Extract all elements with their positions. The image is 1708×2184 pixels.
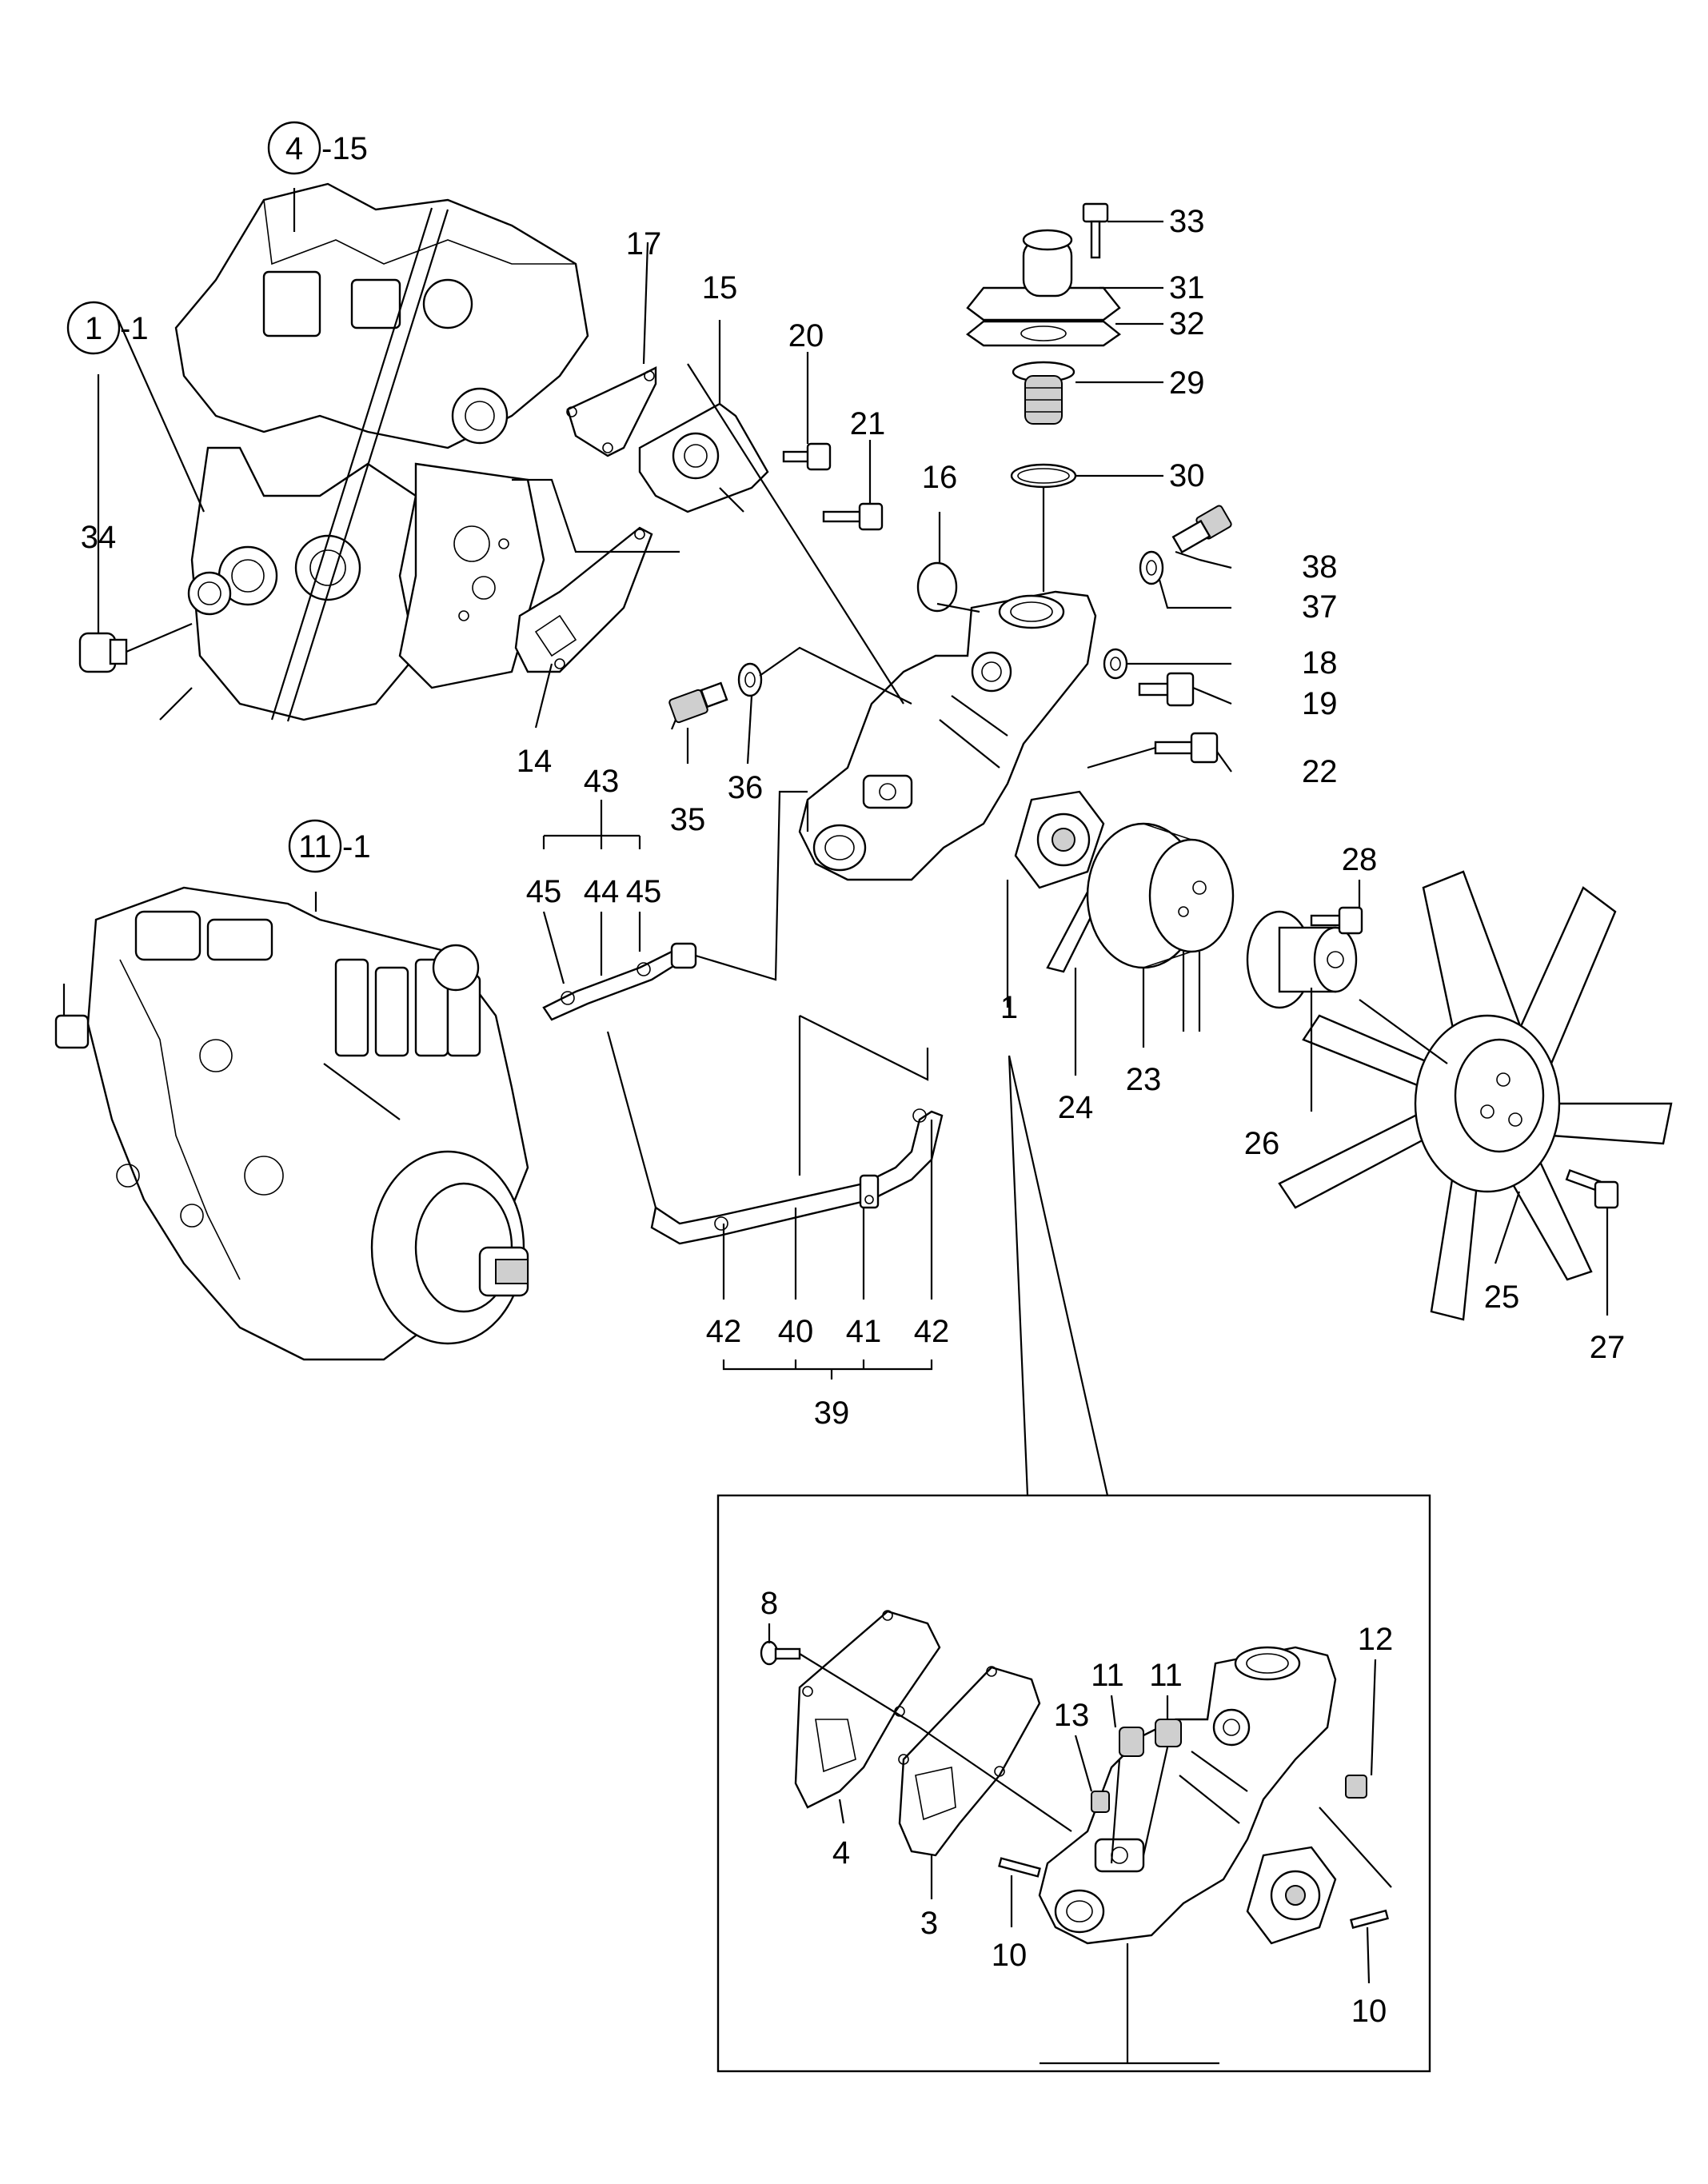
bolt-part-28: [1310, 906, 1363, 935]
label-24: 24: [1058, 1090, 1094, 1125]
label-14: 14: [517, 744, 553, 779]
label-3: 3: [920, 1906, 938, 1941]
clamp-part-41: [859, 1174, 880, 1209]
ref-circle-4-15: 4 -15: [267, 121, 368, 175]
label-30: 30: [1169, 458, 1205, 493]
ref-4-15-suffix: -15: [321, 131, 368, 166]
o-ring-part-16: [916, 561, 958, 613]
bolt-part-33: [1082, 202, 1109, 259]
washer-part-37: [1139, 550, 1164, 585]
fan-part-25: [1278, 870, 1673, 1321]
label-39: 39: [814, 1395, 850, 1431]
label-43: 43: [584, 764, 620, 799]
label-11-right: 11: [1149, 1658, 1183, 1693]
label-31: 31: [1169, 270, 1205, 305]
cylinder-head-illustration: [159, 182, 589, 722]
label-13: 13: [1054, 1698, 1090, 1733]
washer-part-36: [737, 662, 763, 697]
ref-11-1-number: 11: [298, 829, 332, 864]
label-19: 19: [1302, 686, 1338, 721]
detail-plug-part-12: [1345, 1775, 1367, 1799]
injection-pump-illustration: [54, 886, 529, 1361]
label-18: 18: [1302, 645, 1338, 681]
label-25: 25: [1484, 1280, 1520, 1315]
pulley-part-23: [1086, 822, 1235, 1032]
label-8: 8: [760, 1586, 778, 1621]
label-4: 4: [832, 1835, 850, 1871]
gasket-part-17: [566, 366, 657, 457]
ref-circle-1-1: 1 -1: [66, 301, 149, 355]
hose-part-40: [650, 1108, 944, 1245]
sensor-part-38: [1171, 505, 1232, 561]
detail-leader-lines: [768, 1623, 1392, 2065]
bolt-part-27: [1565, 1168, 1619, 1209]
label-28: 28: [1342, 842, 1378, 877]
gasket-part-14: [514, 526, 653, 673]
hose-part-44: [542, 942, 697, 1021]
label-38: 38: [1302, 549, 1338, 585]
bolt-part-22: [1154, 732, 1219, 764]
plug-part-34: [78, 622, 193, 673]
label-33: 33: [1169, 204, 1205, 239]
ref-circle-11-1: 11 -1: [288, 819, 371, 873]
label-45-left: 45: [526, 874, 562, 909]
ref-11-1-suffix: -1: [342, 829, 371, 864]
label-44: 44: [584, 874, 620, 909]
detail-plug-part-13: [1091, 1791, 1110, 1813]
detail-plug-part-11b: [1155, 1719, 1182, 1747]
label-17: 17: [626, 226, 662, 262]
bolt-part-20: [782, 442, 832, 471]
label-1: 1: [1000, 990, 1018, 1025]
spacer-part-26: [1246, 910, 1358, 1009]
detail-pump-body-part-1: [1038, 1646, 1337, 1945]
label-29: 29: [1169, 365, 1205, 401]
detail-gasket-part-4: [794, 1610, 941, 1809]
label-27: 27: [1590, 1330, 1626, 1365]
label-15: 15: [702, 270, 738, 305]
label-16: 16: [922, 460, 958, 495]
label-10-left: 10: [992, 1938, 1028, 1973]
gasket-part-32: [965, 320, 1122, 347]
label-36: 36: [728, 770, 764, 805]
label-35: 35: [670, 802, 706, 837]
detail-box: [716, 1494, 1431, 2073]
washer-part-18: [1103, 648, 1128, 680]
bolt-part-19: [1138, 672, 1195, 707]
label-10-right: 10: [1351, 1994, 1387, 2029]
detail-bolt-part-8: [760, 1640, 801, 1666]
label-37: 37: [1302, 589, 1338, 625]
label-40: 40: [778, 1314, 814, 1349]
label-21: 21: [850, 406, 886, 441]
detail-plug-part-11a: [1119, 1727, 1144, 1757]
ref-4-15-number: 4: [285, 131, 303, 166]
label-45-right: 45: [626, 874, 662, 909]
detail-pin-part-10b: [1349, 1909, 1389, 1929]
label-23: 23: [1126, 1062, 1162, 1097]
label-20: 20: [788, 318, 824, 353]
label-34: 34: [81, 520, 117, 555]
o-ring-part-30: [1010, 463, 1077, 489]
ref-1-1-number: 1: [85, 311, 102, 346]
thermostat-part-29: [1012, 361, 1075, 425]
callout-labels: 17 15 20 21 33 31 32 29 30 16 38 37 18 1…: [81, 204, 1626, 2029]
thermostat-cover-part-31: [966, 229, 1121, 321]
leader-lines: [97, 188, 1609, 1496]
label-41: 41: [846, 1314, 882, 1349]
flange-part-15: [638, 402, 769, 513]
detail-pin-part-10a: [998, 1857, 1041, 1878]
label-11-left: 11: [1091, 1658, 1124, 1693]
label-12: 12: [1358, 1622, 1394, 1657]
label-42-left: 42: [706, 1314, 742, 1349]
ref-1-1-suffix: -1: [120, 311, 149, 346]
bolt-part-21: [822, 502, 884, 531]
label-32: 32: [1169, 306, 1205, 341]
label-26: 26: [1244, 1126, 1280, 1161]
water-pump-body-part-1: [798, 590, 1105, 889]
label-22: 22: [1302, 754, 1338, 789]
label-42-right: 42: [914, 1314, 950, 1349]
switch-part-35: [668, 681, 728, 730]
